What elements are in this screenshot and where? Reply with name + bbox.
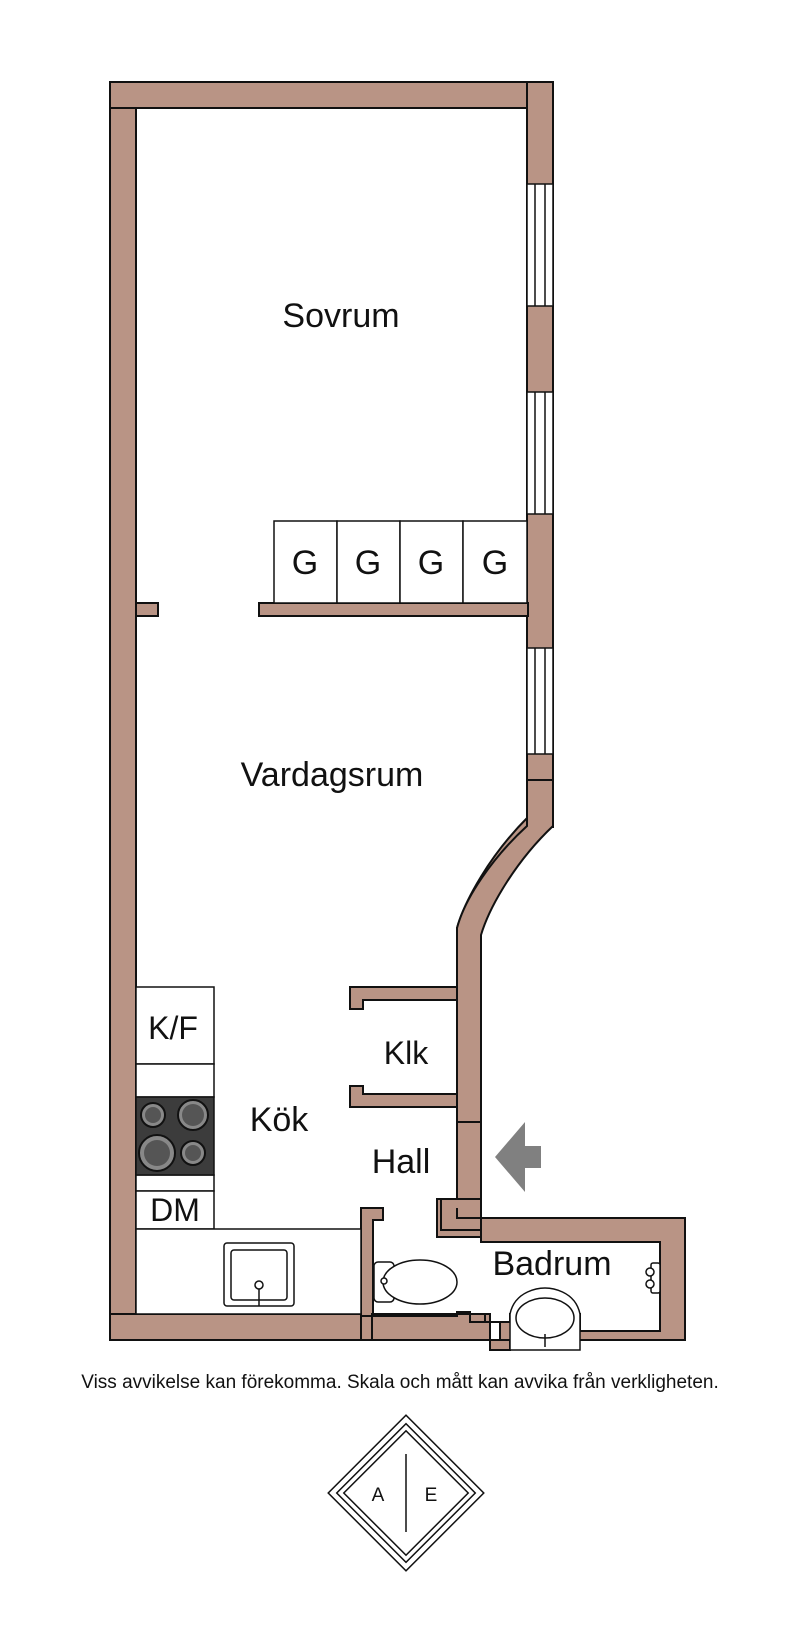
fridge-freezer-label: K/F xyxy=(148,1010,198,1046)
wardrobe-label: G xyxy=(355,544,381,582)
room-label-badrum: Badrum xyxy=(492,1245,611,1283)
tap-icon xyxy=(645,1262,661,1294)
disclaimer-text: Viss avvikelse kan förekomma. Skala och … xyxy=(81,1372,719,1393)
kitchen-sink-icon xyxy=(223,1242,295,1307)
stove-icon xyxy=(135,1096,215,1176)
logo-letter-right: E xyxy=(425,1485,438,1506)
dishwasher-label: DM xyxy=(150,1192,200,1228)
room-label-hall: Hall xyxy=(372,1143,431,1181)
wardrobe-label: G xyxy=(292,544,318,582)
wardrobe-label: G xyxy=(418,544,444,582)
window-1 xyxy=(526,183,554,307)
room-label-kok: Kök xyxy=(250,1101,310,1139)
room-label-sovrum: Sovrum xyxy=(282,297,399,335)
logo xyxy=(327,1414,485,1572)
window-3 xyxy=(526,647,554,755)
toilet-icon xyxy=(373,1259,458,1305)
wash-basin-icon xyxy=(509,1287,581,1351)
wardrobe-label: G xyxy=(482,544,508,582)
window-2 xyxy=(526,391,554,515)
logo-letter-left: A xyxy=(372,1485,385,1506)
wardrobes xyxy=(273,520,528,604)
room-label-vardagsrum: Vardagsrum xyxy=(241,756,424,794)
windows xyxy=(526,183,554,755)
room-label-klk: Klk xyxy=(384,1035,429,1071)
entrance-arrow-icon xyxy=(495,1122,541,1192)
